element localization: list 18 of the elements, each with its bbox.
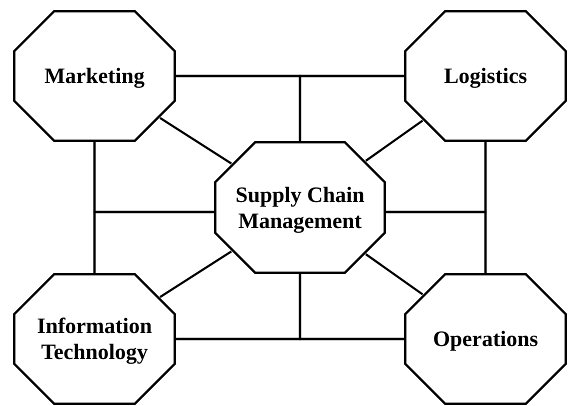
octagon-node [404, 273, 567, 405]
octagon-node [13, 10, 176, 142]
octagon-node [404, 10, 567, 142]
node-label: Information Technology [36, 313, 153, 365]
connector-line [93, 210, 214, 273]
connector-line [298, 74, 404, 141]
octagon-node [13, 273, 176, 405]
node-label: Logistics [444, 63, 528, 89]
node-label: Operations [432, 326, 538, 352]
connector-line [365, 253, 424, 296]
node-label: Marketing [44, 63, 145, 89]
connector-line [298, 274, 404, 340]
node-label: Supply Chain Management [234, 182, 366, 234]
connector-line [365, 120, 424, 162]
connector-line [159, 117, 232, 165]
connector-line [159, 250, 232, 298]
octagon-node [214, 141, 386, 274]
connector-line [386, 210, 487, 273]
